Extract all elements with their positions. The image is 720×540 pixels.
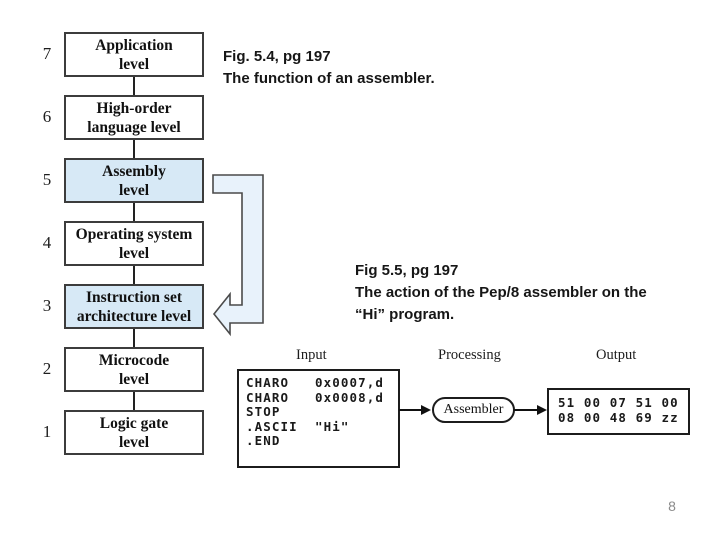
level-number-2: 2 bbox=[42, 359, 52, 378]
level-box-label: Operating system bbox=[75, 225, 193, 243]
caption-line: “Hi” program. bbox=[355, 306, 455, 323]
level-number-7: 7 bbox=[42, 44, 52, 63]
level-number-5: 5 bbox=[42, 170, 52, 189]
code-line: CHARO 0x0008,d bbox=[246, 389, 385, 405]
arrow-assembler-to-output bbox=[514, 405, 547, 415]
level-number-6: 6 bbox=[42, 107, 52, 126]
level-number-3: 3 bbox=[42, 296, 52, 315]
level-box-application: Application level bbox=[64, 32, 204, 77]
level-box-instruction-set: Instruction set architecture level bbox=[64, 284, 204, 329]
assembly-to-isa-bent-arrow bbox=[212, 174, 264, 337]
level-box-label: language level bbox=[87, 118, 181, 136]
level-box-operating-system: Operating system level bbox=[64, 221, 204, 266]
code-line: CHARO 0x0007,d bbox=[246, 375, 385, 390]
output-label: Output bbox=[596, 347, 637, 363]
level-box-label: architecture level bbox=[76, 307, 192, 325]
arrow-input-to-assembler bbox=[399, 405, 431, 415]
caption-line: Fig 5.5, pg 197 bbox=[355, 262, 459, 279]
level-box-label: Microcode bbox=[98, 351, 170, 369]
level-number-4: 4 bbox=[42, 233, 52, 252]
caption-line: Fig. 5.4, pg 197 bbox=[223, 48, 331, 65]
level-box-label: level bbox=[118, 244, 150, 262]
connector-line bbox=[133, 329, 135, 347]
level-box-label: Assembly bbox=[102, 162, 166, 180]
level-box-label: Instruction set bbox=[85, 288, 182, 306]
level-box-label: level bbox=[118, 370, 150, 388]
input-code-box: CHARO 0x0007,d CHARO 0x0008,d STOP .ASCI… bbox=[237, 369, 400, 468]
input-label: Input bbox=[296, 347, 327, 363]
code-line: STOP bbox=[246, 404, 281, 419]
caption-line: The function of an assembler. bbox=[223, 70, 435, 87]
assembler-label: Assembler bbox=[443, 402, 504, 417]
level-box-label: level bbox=[118, 433, 150, 451]
level-box-high-order: High-order language level bbox=[64, 95, 204, 140]
output-code-line: 51 00 07 51 00 bbox=[558, 395, 679, 410]
connector-line bbox=[133, 77, 135, 95]
caption-fig-5-5: Fig 5.5, pg 197 The action of the Pep/8 … bbox=[355, 260, 647, 326]
level-box-label: Logic gate bbox=[99, 414, 169, 432]
output-code-box: 51 00 07 51 00 08 00 48 69 zz bbox=[547, 388, 690, 435]
page-number: 8 bbox=[668, 498, 676, 514]
connector-line bbox=[133, 266, 135, 284]
level-box-logic-gate: Logic gate level bbox=[64, 410, 204, 455]
code-line: .END bbox=[246, 433, 281, 448]
connector-line bbox=[133, 140, 135, 158]
level-number-1: 1 bbox=[42, 422, 52, 441]
level-box-microcode: Microcode level bbox=[64, 347, 204, 392]
connector-line bbox=[133, 203, 135, 221]
level-box-assembly: Assembly level bbox=[64, 158, 204, 203]
caption-line: The action of the Pep/8 assembler on the bbox=[355, 284, 647, 301]
level-box-label: High-order bbox=[96, 99, 172, 117]
level-box-label: level bbox=[118, 181, 150, 199]
output-code-line: 08 00 48 69 zz bbox=[558, 410, 679, 425]
caption-fig-5-4: Fig. 5.4, pg 197 The function of an asse… bbox=[223, 46, 435, 90]
connector-line bbox=[133, 392, 135, 410]
code-line: .ASCII "Hi" bbox=[246, 418, 350, 434]
level-box-label: level bbox=[118, 55, 150, 73]
level-box-label: Application bbox=[95, 36, 173, 54]
assembler-oval: Assembler bbox=[432, 397, 515, 423]
processing-label: Processing bbox=[438, 347, 501, 363]
